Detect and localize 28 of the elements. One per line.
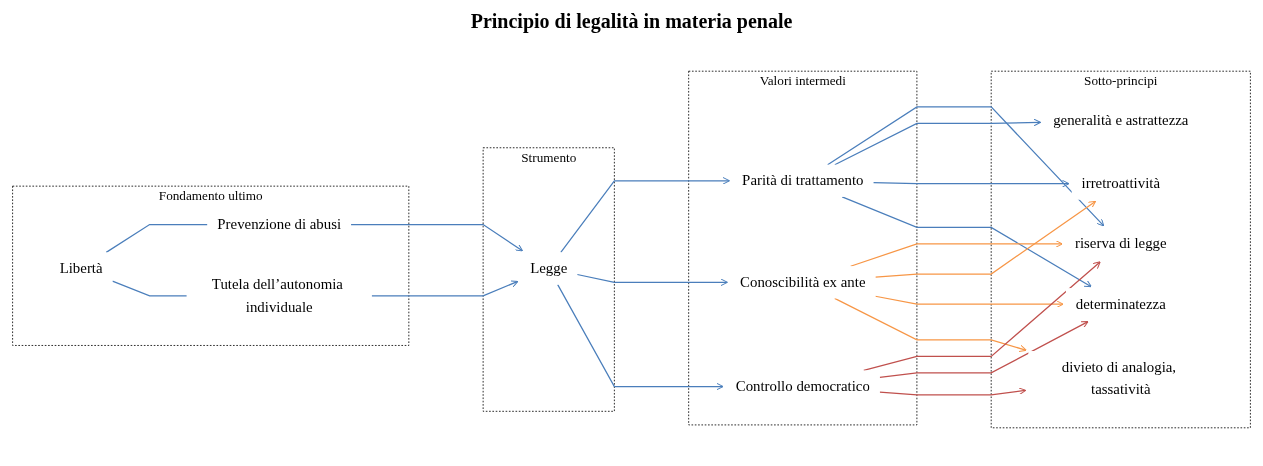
arrow [371, 280, 519, 297]
diagram-title: Principio di legalità in materia penale [470, 10, 793, 33]
node-text: generalità e astrattezza [1053, 111, 1189, 129]
arrow [879, 321, 1089, 378]
arrow [874, 295, 1064, 308]
arrow [879, 387, 1027, 396]
arrow [850, 240, 1063, 267]
arrow [874, 200, 1097, 278]
arrow [863, 261, 1101, 372]
node-text: irretroattività [1081, 175, 1160, 192]
arrow [872, 179, 1070, 188]
node-text: Prevenzione di abusi [217, 215, 342, 233]
arrow [560, 177, 731, 253]
node-text: Controllo democratico [735, 377, 870, 395]
node-text: Conoscibilità ex ante [740, 273, 866, 291]
node-text: Libertà [59, 259, 103, 277]
node-text: riserva di legge [1075, 235, 1167, 252]
arrow [827, 106, 1105, 227]
node-text: Legge [530, 259, 568, 277]
arrow [834, 297, 1027, 353]
connector [105, 223, 209, 253]
node-text: Tutela dell’autonomia individuale [211, 276, 343, 315]
arrow [350, 223, 523, 252]
arrow [841, 196, 1092, 288]
node-text: Parità di trattamento [742, 172, 864, 189]
connector [111, 280, 188, 297]
node-text: determinatezza [1075, 295, 1166, 313]
node-text: divieto di analogia, tassatività [1061, 358, 1177, 398]
